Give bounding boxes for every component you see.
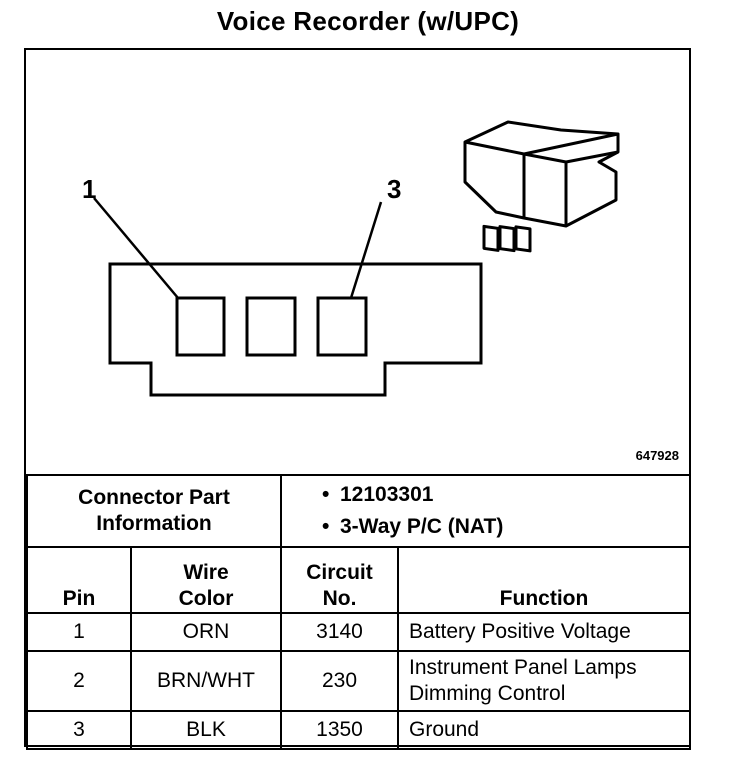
leader-line-pin-3 [349, 201, 383, 299]
connector-frame: 1 3 647928 Connector Part Information •1… [24, 48, 691, 750]
connector-type: •3-Way P/C (NAT) [322, 515, 504, 538]
cell-pin: 1 [26, 612, 132, 652]
cell-circuit: 230 [280, 650, 399, 712]
header-wire-color: Wire Color [130, 546, 282, 614]
header-pin: Pin [26, 546, 132, 614]
connector-info-label: Connector Part Information [26, 474, 282, 548]
cell-function: Ground [397, 710, 691, 750]
table-header-row: Pin Wire Color Circuit No. Function [26, 546, 691, 614]
connector-pin-table: Connector Part Information •12103301 •3-… [26, 474, 691, 750]
part-number: •12103301 [322, 483, 434, 506]
pin-cavity-3 [316, 296, 368, 357]
connector-info-row: Connector Part Information •12103301 •3-… [26, 474, 691, 548]
cell-pin: 2 [26, 650, 132, 712]
connector-diagram: 1 3 647928 [26, 50, 689, 474]
table-row: 2 BRN/WHT 230 Instrument Panel Lamps Dim… [26, 650, 691, 712]
cell-pin: 3 [26, 710, 132, 750]
header-circuit-no: Circuit No. [280, 546, 399, 614]
figure-number: 647928 [635, 448, 679, 463]
cell-wire-color: BRN/WHT [130, 650, 282, 712]
cell-function: Battery Positive Voltage [397, 612, 691, 652]
pin-cavity-2 [245, 296, 297, 357]
pin-cavity-1 [175, 296, 226, 357]
pin-label-3: 3 [387, 174, 402, 204]
leader-line-pin-1 [93, 197, 179, 299]
cell-circuit: 3140 [280, 612, 399, 652]
pin-label-1: 1 [82, 174, 97, 204]
page-title: Voice Recorder (w/UPC) [216, 6, 520, 36]
cell-function: Instrument Panel Lamps Dimming Control [397, 650, 691, 712]
connector-3d-illustration [463, 120, 620, 253]
header-function: Function [397, 546, 691, 614]
connector-drawing [93, 120, 620, 397]
connector-face-outline [108, 262, 483, 397]
cell-circuit: 1350 [280, 710, 399, 750]
table-row: 1 ORN 3140 Battery Positive Voltage [26, 612, 691, 652]
connector-info-values: •12103301 •3-Way P/C (NAT) [280, 474, 691, 548]
cell-wire-color: BLK [130, 710, 282, 750]
cell-wire-color: ORN [130, 612, 282, 652]
table-row: 3 BLK 1350 Ground [26, 710, 691, 750]
